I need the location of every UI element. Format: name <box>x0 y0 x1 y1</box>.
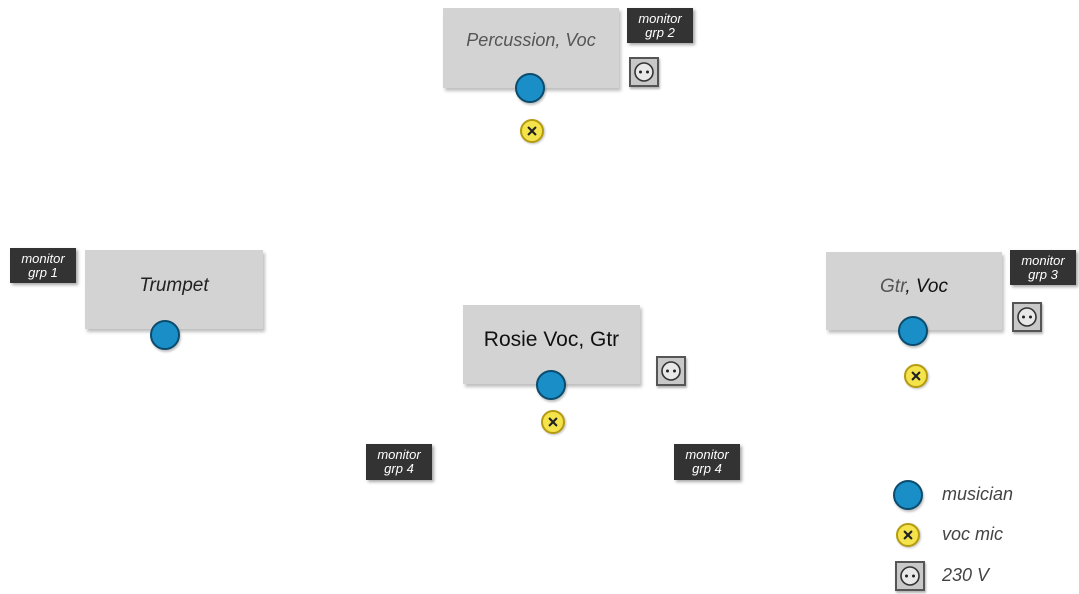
monitor-grp-2: monitor grp 2 <box>627 8 693 43</box>
stage-trumpet: Trumpet <box>85 250 263 329</box>
monitor-grp-3: monitor grp 3 <box>1010 250 1076 285</box>
legend-power-outlet-icon <box>895 561 925 591</box>
stage-label-gtr-part1: Gtr <box>880 276 906 297</box>
stage-label-rosie: Rosie Voc, Gtr <box>483 328 620 351</box>
power-outlet-icon <box>656 356 686 386</box>
stage-label-trumpet: Trumpet <box>139 275 209 296</box>
monitor-line2: grp 4 <box>384 461 414 476</box>
monitor-grp-1: monitor grp 1 <box>10 248 76 283</box>
stage-label-percussion: Percussion, Voc <box>466 30 596 50</box>
monitor-line2: grp 3 <box>1028 266 1058 282</box>
voc-mic-icon <box>541 410 565 434</box>
monitor-line1: monitor <box>1021 252 1065 268</box>
musician-icon <box>536 370 566 400</box>
voc-mic-icon <box>520 119 544 143</box>
monitor-line1: monitor <box>638 10 682 26</box>
monitor-line2: grp 2 <box>645 24 675 40</box>
power-outlet-icon <box>629 57 659 87</box>
musician-icon <box>150 320 180 350</box>
musician-icon <box>898 316 928 346</box>
monitor-grp-4-left: monitor grp 4 <box>366 444 432 480</box>
monitor-grp-4-right: monitor grp 4 <box>674 444 740 480</box>
legend-musician-label: musician <box>942 484 1014 504</box>
monitor-line1: monitor <box>377 447 421 462</box>
stage-label-gtr: Gtr, Voc <box>826 276 1002 298</box>
legend-voc-mic-icon <box>896 523 920 547</box>
monitor-line2: grp 4 <box>692 461 722 476</box>
legend-power-label: 230 V <box>942 565 990 585</box>
legend-musician-icon <box>893 480 923 510</box>
power-outlet-icon <box>1012 302 1042 332</box>
stage-label-gtr-part2: , Voc <box>905 276 948 297</box>
musician-icon <box>515 73 545 103</box>
legend-voc-mic-label: voc mic <box>942 524 1004 544</box>
monitor-line1: monitor <box>21 250 65 266</box>
monitor-line2: grp 1 <box>28 264 58 280</box>
monitor-line1: monitor <box>685 447 729 462</box>
voc-mic-icon <box>904 364 928 388</box>
